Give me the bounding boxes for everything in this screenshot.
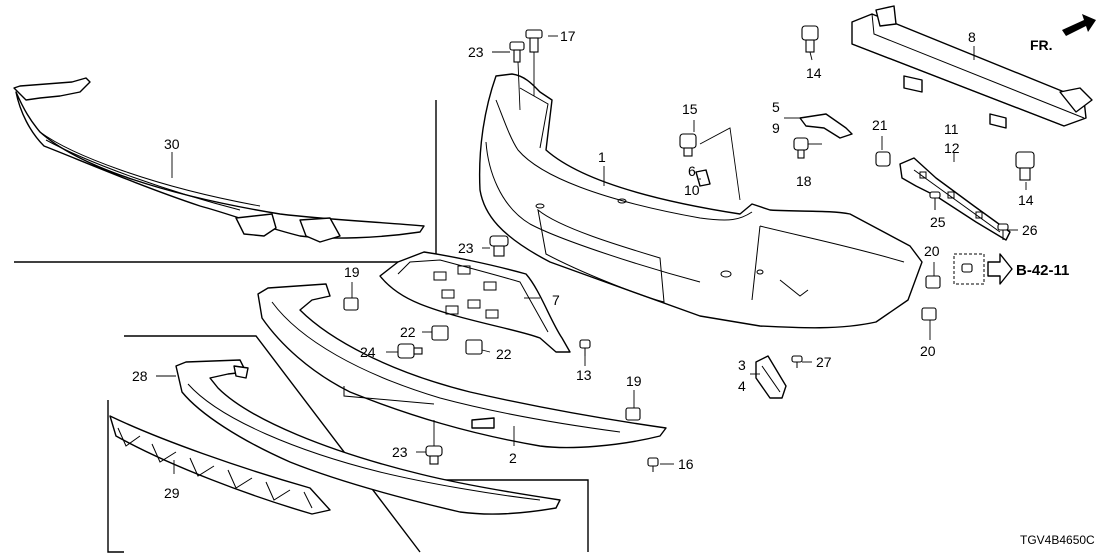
diagram-code: TGV4B4650C [1020, 533, 1095, 547]
bolt-icon [397, 343, 423, 359]
callout-27: 27 [816, 354, 832, 370]
callout-6: 6 [688, 163, 696, 179]
callout-23-mid: 23 [458, 240, 474, 256]
front-direction-indicator [1062, 14, 1096, 36]
diffuser-part-29 [109, 415, 331, 515]
clip-icon [625, 407, 641, 421]
nut-icon [875, 151, 891, 167]
reference-label: B-42-11 [1016, 262, 1069, 279]
callout-8: 8 [968, 29, 976, 45]
callout-16: 16 [678, 456, 694, 472]
callout-29: 29 [164, 485, 180, 501]
front-direction-arrow-icon [1062, 14, 1096, 36]
bracket-part-5-9 [799, 113, 853, 139]
callout-24: 24 [360, 344, 376, 360]
clip-icon [425, 445, 443, 465]
frame-diffuser-29 [107, 400, 124, 553]
center-bracket-part-7 [379, 251, 571, 353]
bolt-icon [679, 133, 697, 157]
callout-3: 3 [738, 357, 746, 373]
callout-10: 10 [684, 182, 700, 198]
callout-17: 17 [560, 28, 576, 44]
reflector-part-3-4 [755, 355, 787, 399]
reference-box [953, 253, 1013, 285]
callout-20-top: 20 [924, 243, 940, 259]
callout-20-bottom: 20 [920, 343, 936, 359]
clip-icon [921, 307, 937, 321]
callout-15: 15 [682, 101, 698, 117]
bolt-icon [1015, 151, 1035, 181]
callout-14-right: 14 [1018, 192, 1034, 208]
screw-icon [929, 191, 941, 210]
callout-23-top: 23 [468, 44, 484, 60]
clip-icon [489, 235, 509, 257]
screw-icon [647, 457, 659, 472]
callout-21: 21 [872, 117, 888, 133]
callout-22-right: 22 [496, 346, 512, 362]
clip-icon [509, 41, 525, 63]
rear-bumper-face-part-1 [478, 73, 923, 329]
callout-23-bottom: 23 [392, 444, 408, 460]
callout-5: 5 [772, 99, 780, 115]
screw-icon [997, 223, 1009, 240]
callout-labels: FR. B-42-11 TGV4B4650C 1 2 3 4 5 6 7 8 9… [132, 28, 1095, 547]
clip-icon [343, 297, 359, 311]
nut-icon [465, 339, 483, 355]
callout-7: 7 [552, 292, 560, 308]
bolt-icon [793, 137, 809, 159]
callout-22-top: 22 [400, 324, 416, 340]
pad-part-6-10 [695, 169, 711, 187]
callout-28: 28 [132, 368, 148, 384]
callout-1: 1 [598, 149, 606, 165]
bolt-icon [801, 25, 819, 53]
callout-13: 13 [576, 367, 592, 383]
rear-garnish-part-30 [13, 77, 425, 243]
frame-diffuser-29-right [420, 479, 589, 552]
callout-19-left: 19 [344, 264, 360, 280]
nut-icon [431, 325, 449, 341]
spacer-part-11-12 [899, 157, 1011, 241]
callout-2: 2 [509, 450, 517, 466]
reference-arrow-icon [987, 253, 1013, 285]
fasteners [343, 25, 1035, 472]
front-direction-label: FR. [1030, 37, 1053, 53]
bumper-beam-part-8 [851, 5, 1093, 129]
callout-14-top: 14 [806, 65, 822, 81]
screw-icon [791, 355, 803, 368]
callout-19-right: 19 [626, 373, 642, 389]
callout-25: 25 [930, 214, 946, 230]
callout-9: 9 [772, 120, 780, 136]
callout-30: 30 [164, 136, 180, 152]
callout-12: 12 [944, 140, 960, 156]
frame-garnish-30 [14, 100, 437, 263]
callout-18: 18 [796, 173, 812, 189]
clip-icon [925, 275, 941, 289]
callout-4: 4 [738, 378, 746, 394]
callout-11: 11 [944, 121, 959, 137]
bolt-icon [525, 29, 543, 53]
callout-26: 26 [1022, 222, 1038, 238]
screw-icon [961, 263, 973, 273]
lower-garnish-part-28 [175, 359, 561, 515]
lower-spoiler-part-2 [257, 283, 667, 449]
screw-icon [579, 339, 591, 356]
leader-lines [156, 35, 1027, 474]
